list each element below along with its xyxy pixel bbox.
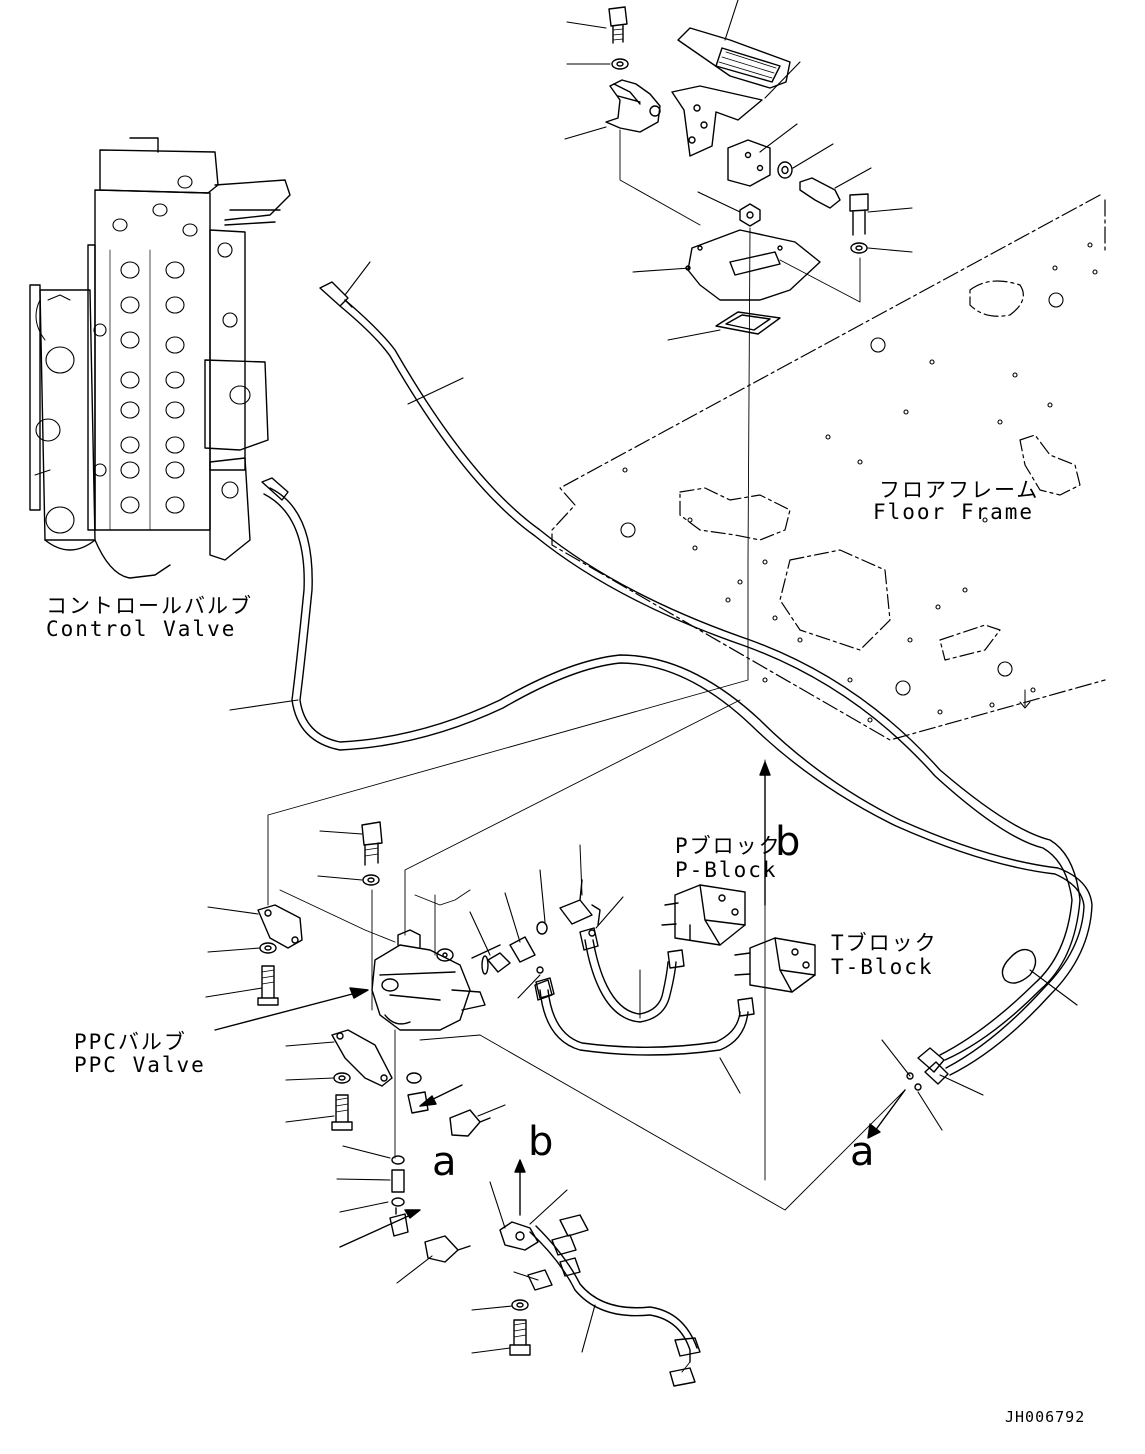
control-valve-label-en: Control Valve	[46, 617, 237, 641]
ppc-guide-lines	[268, 560, 905, 1210]
arrow-to-ppc	[215, 988, 368, 1030]
ref-b-upper: b	[775, 819, 801, 865]
p-block-label-jp: Pブロック	[675, 834, 782, 858]
arrow-to-ppc-fitting	[420, 1085, 462, 1106]
control-valve	[30, 138, 290, 578]
t-block-label-en: T-Block	[831, 955, 934, 979]
short-hoses	[536, 928, 754, 1055]
ppc-fittings	[390, 845, 600, 1262]
hose-upper-fitting	[320, 282, 352, 307]
t-block	[735, 938, 815, 992]
floor-frame-cutouts	[680, 281, 1080, 660]
ref-a-left: a	[432, 1139, 457, 1185]
floor-frame-label-jp: フロアフレーム	[879, 478, 1040, 502]
drawing-code: JH006792	[1005, 1408, 1086, 1426]
pedal-assembly	[606, 7, 868, 560]
hose-long-lower	[264, 488, 1092, 1075]
arrow-b-upper	[760, 762, 770, 905]
hose-lower-fitting	[262, 478, 288, 500]
ppc-brackets-and-bolts	[258, 822, 392, 1130]
t-block-label-jp: Tブロック	[831, 931, 938, 955]
hose-end-fittings	[907, 1048, 948, 1090]
arrow-b-lower	[515, 1160, 525, 1215]
ppc-valve	[372, 930, 485, 1030]
ref-a-right: a	[850, 1129, 875, 1175]
arrow-to-fitting	[340, 1210, 420, 1247]
floor-frame	[552, 195, 1105, 740]
floor-frame-arrow	[1020, 690, 1030, 708]
p-block	[662, 885, 745, 945]
hose-long-upper	[340, 300, 1080, 1060]
hose-clamp	[1002, 950, 1035, 983]
ppc-valve-label-jp: PPCバルブ	[74, 1030, 187, 1054]
wiring-harness	[500, 1215, 700, 1386]
leader-lines	[206, 0, 1077, 1353]
arrow-a-right	[868, 1090, 905, 1138]
ref-b-lower: b	[528, 1119, 554, 1165]
ppc-valve-label-en: PPC Valve	[74, 1053, 206, 1077]
p-block-label-en: P-Block	[675, 858, 778, 882]
floor-frame-label-en: Floor Frame	[873, 500, 1035, 524]
floor-frame-holes	[621, 243, 1097, 722]
control-valve-label-jp: コントロールバルブ	[46, 594, 253, 618]
